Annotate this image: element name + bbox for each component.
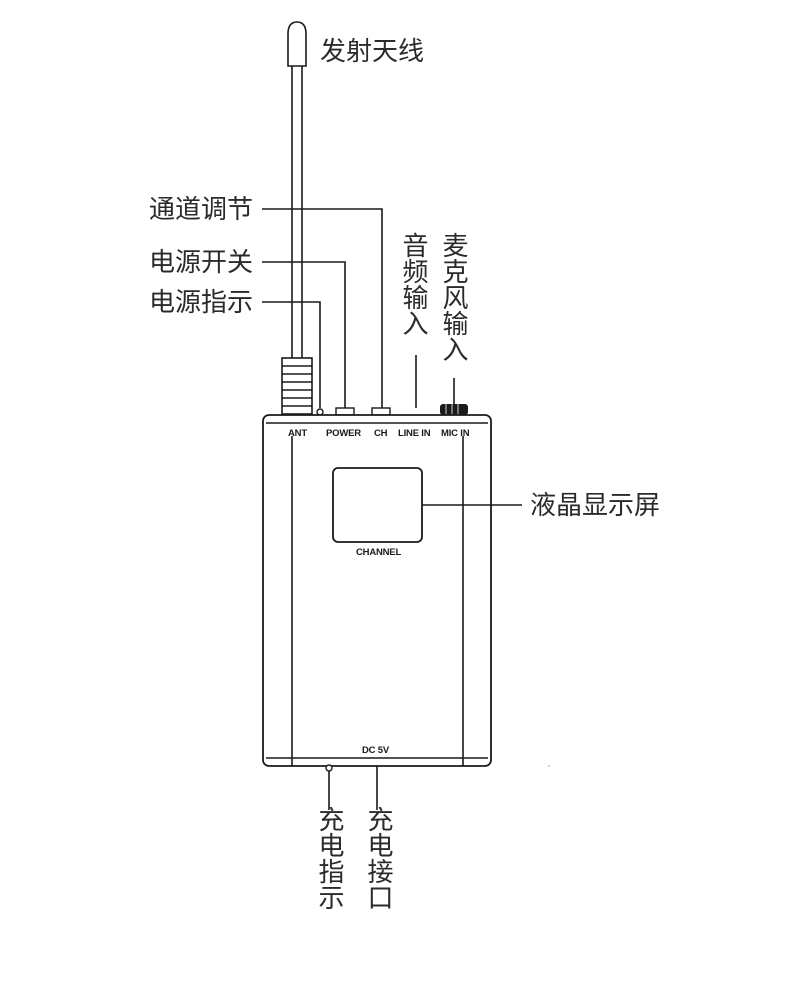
panel-label-channel: CHANNEL bbox=[356, 547, 401, 558]
panel-label-ant: ANT bbox=[288, 428, 307, 439]
label-charge-port: 充电接口 bbox=[363, 806, 393, 910]
label-charge-indicator: 充电指示 bbox=[314, 806, 344, 910]
label-power-indicator: 电源指示 bbox=[149, 288, 253, 318]
panel-label-dc: DC 5V bbox=[362, 745, 390, 756]
label-power-switch: 电源开关 bbox=[149, 248, 253, 278]
panel-label-line-in: LINE IN bbox=[398, 428, 431, 439]
device-body bbox=[262, 414, 492, 767]
label-channel-adjust: 通道调节 bbox=[149, 195, 253, 225]
panel-label-ch: CH bbox=[374, 428, 388, 439]
antenna-tip bbox=[287, 21, 307, 67]
panel-label-power: POWER bbox=[326, 428, 361, 439]
panel-label-mic-in: MIC IN bbox=[441, 428, 470, 439]
label-antenna: 发射天线 bbox=[320, 37, 424, 67]
channel-button bbox=[371, 407, 391, 416]
label-audio-input: 音频输入 bbox=[398, 232, 428, 336]
leader-lines bbox=[262, 208, 522, 810]
mic-jack bbox=[440, 404, 468, 415]
label-lcd-screen: 液晶显示屏 bbox=[530, 491, 660, 521]
power-switch bbox=[335, 407, 355, 416]
antenna-connector bbox=[281, 357, 313, 415]
label-mic-input: 麦克风输入 bbox=[438, 232, 468, 362]
stray-dot bbox=[548, 765, 550, 767]
lcd-screen bbox=[332, 467, 423, 543]
charge-led bbox=[325, 764, 333, 772]
antenna bbox=[281, 21, 313, 415]
